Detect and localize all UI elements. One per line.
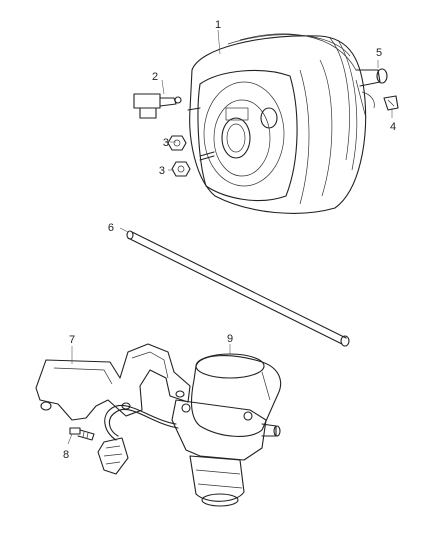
leader-lines [67, 29, 393, 445]
callout-8: 8 [63, 449, 69, 461]
callout-4: 4 [390, 121, 396, 133]
callout-7: 7 [69, 334, 75, 346]
vacuum-tube [126, 230, 350, 347]
callout-3-upper: 3 [163, 137, 169, 149]
vacuum-pump [97, 353, 282, 507]
mounting-bolt [69, 427, 95, 441]
pump-bracket [35, 343, 191, 421]
callout-9: 9 [227, 333, 233, 345]
callout-1: 1 [215, 19, 221, 31]
brake-booster [187, 33, 388, 214]
nut-lower [171, 161, 191, 177]
callout-6: 6 [108, 222, 114, 234]
callout-5: 5 [376, 47, 382, 59]
retaining-clip [383, 95, 399, 111]
callout-2: 2 [152, 71, 158, 83]
pressure-sensor [133, 93, 182, 119]
callout-3-lower: 3 [159, 165, 165, 177]
nut-upper [167, 135, 187, 151]
